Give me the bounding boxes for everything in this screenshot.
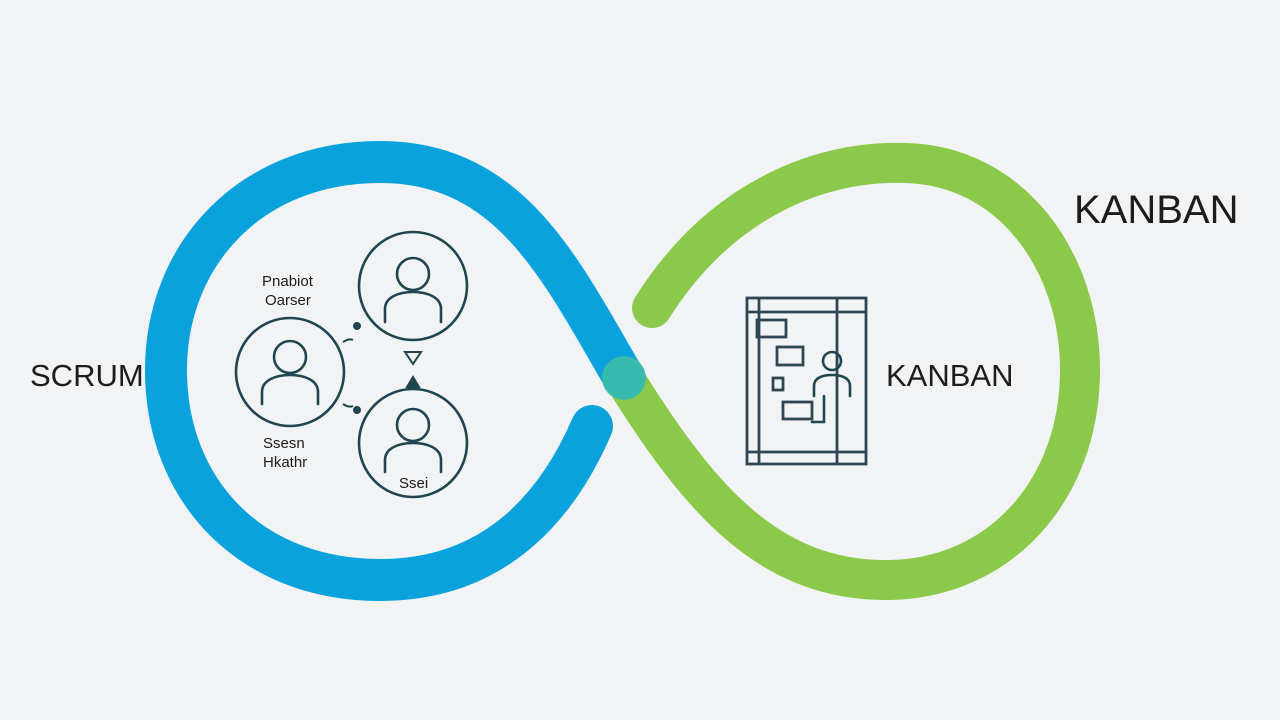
kanban-loop <box>604 142 1101 601</box>
kanban-title-label: KANBAN <box>1074 188 1239 232</box>
kanban-inner-label: KANBAN <box>886 358 1013 393</box>
role-person-left <box>234 316 346 428</box>
role-person-bottom <box>357 387 469 499</box>
kanban-board-icon <box>745 296 868 466</box>
role-connectors <box>342 322 423 414</box>
scrum-loop <box>144 140 645 602</box>
role-label-bottom-1: Ssesn <box>263 435 305 452</box>
crossing-node <box>602 356 646 400</box>
role-label-top-2: Oarser <box>265 292 311 309</box>
role-label-top-1: Pnabiot <box>262 273 314 290</box>
scrum-label: SCRUM <box>30 358 144 393</box>
role-person-top <box>357 230 469 342</box>
role-label-bottom-2: Hkathr <box>263 454 307 471</box>
role-label-team: Ssei <box>399 475 428 492</box>
